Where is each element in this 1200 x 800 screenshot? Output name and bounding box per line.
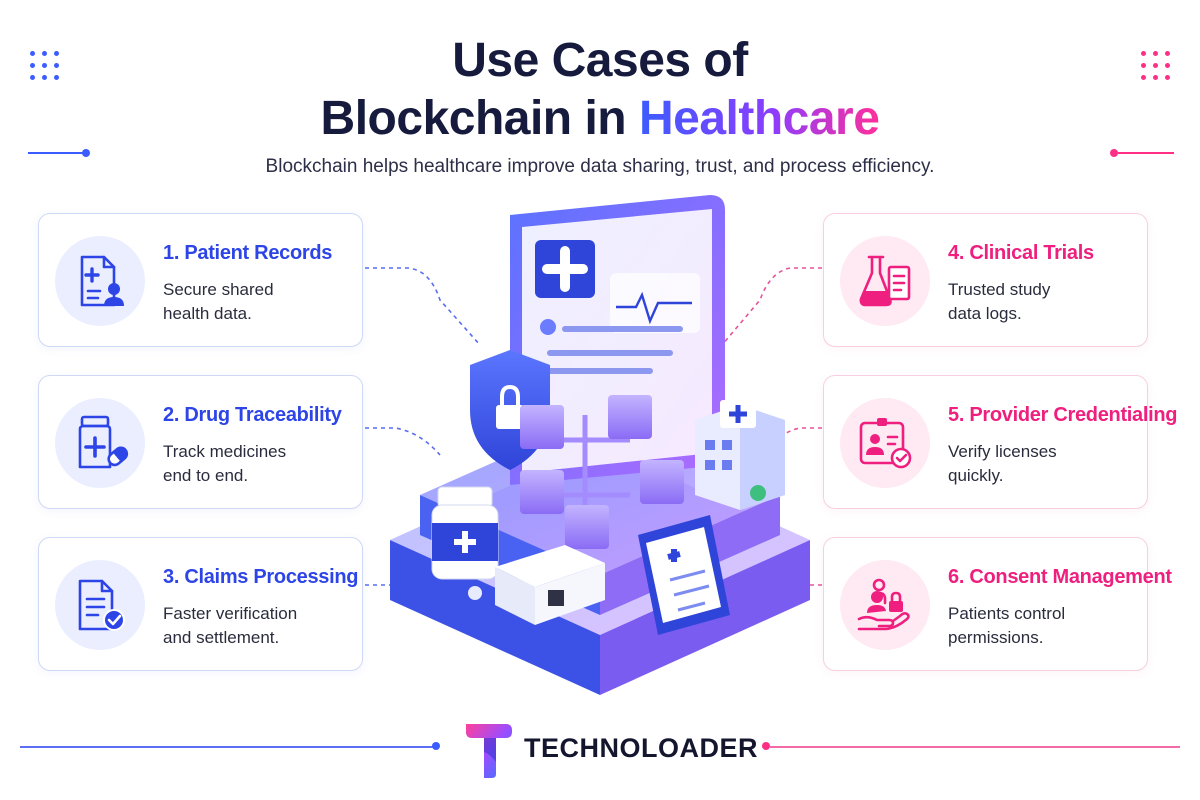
card-description: Patients control permissions. xyxy=(948,602,1138,650)
page-title-accent: Healthcare xyxy=(638,92,880,145)
decor-dot-right xyxy=(1110,149,1118,157)
card-desc-line2: quickly. xyxy=(948,466,1004,485)
card-desc-line1: Track medicines xyxy=(163,442,287,461)
card-desc-line2: and settlement. xyxy=(163,628,280,647)
card-clinical-trials: 4. Clinical Trials Trusted study data lo… xyxy=(823,213,1148,347)
footer-dot-right xyxy=(762,742,770,750)
medical-record-icon xyxy=(55,236,145,326)
card-provider-credentialing: 5. Provider Credentialing Verify license… xyxy=(823,375,1178,509)
decor-dots-left xyxy=(30,51,59,80)
card-desc-line1: Faster verification xyxy=(163,604,298,623)
decor-dots-right xyxy=(1141,51,1170,80)
footer-line-right xyxy=(770,746,1180,748)
page-title-plain: Blockchain in xyxy=(320,92,627,145)
card-description: Verify licenses quickly. xyxy=(948,440,1138,488)
card-consent-management: 6. Consent Management Patients control p… xyxy=(823,537,1172,671)
card-patient-records: 1. Patient Records Secure shared health … xyxy=(38,213,363,347)
brand-name: TECHNOLOADER xyxy=(524,733,758,763)
hospital-icon xyxy=(695,400,785,510)
card-title: 3. Claims Processing xyxy=(163,566,359,588)
card-desc-line2: permissions. xyxy=(948,628,1044,647)
card-title: 6. Consent Management xyxy=(948,566,1172,588)
clipboard-icon xyxy=(638,515,730,635)
card-title: 1. Patient Records xyxy=(163,242,333,264)
id-badge-icon xyxy=(840,398,930,488)
decor-line-left xyxy=(28,152,84,154)
medicine-bottle-icon xyxy=(55,398,145,488)
pill-bottle-icon xyxy=(431,486,499,600)
technoloader-logo-icon xyxy=(466,724,512,778)
decor-dot-left xyxy=(82,149,90,157)
card-desc-line1: Verify licenses xyxy=(948,442,1057,461)
verified-document-icon xyxy=(55,560,145,650)
qr-box-icon xyxy=(495,545,605,625)
card-desc-line1: Patients control xyxy=(948,604,1066,623)
card-description: Track medicines end to end. xyxy=(163,440,353,488)
page-title-line1: Use Cases of xyxy=(452,34,748,87)
card-drug-traceability: 2. Drug Traceability Track medicines end… xyxy=(38,375,363,509)
lab-flask-icon xyxy=(840,236,930,326)
card-claims-processing: 3. Claims Processing Faster verification… xyxy=(38,537,363,671)
card-desc-line1: Secure shared xyxy=(163,280,274,299)
decor-line-right xyxy=(1118,152,1174,154)
consent-hand-icon xyxy=(840,560,930,650)
card-title: 5. Provider Credentialing xyxy=(948,404,1178,426)
footer-dot-left xyxy=(432,742,440,750)
card-desc-line2: data logs. xyxy=(948,304,1022,323)
card-desc-line2: health data. xyxy=(163,304,252,323)
page-title-line2: Blockchain in Healthcare xyxy=(0,92,1200,146)
blockchain-illustration xyxy=(390,195,810,695)
card-title: 2. Drug Traceability xyxy=(163,404,342,426)
card-desc-line2: end to end. xyxy=(163,466,249,485)
card-description: Faster verification and settlement. xyxy=(163,602,353,650)
card-description: Secure shared health data. xyxy=(163,278,353,326)
card-desc-line1: Trusted study xyxy=(948,280,1051,299)
page-subtitle: Blockchain helps healthcare improve data… xyxy=(265,156,935,177)
footer-line-left xyxy=(20,746,435,748)
card-title: 4. Clinical Trials xyxy=(948,242,1094,264)
card-description: Trusted study data logs. xyxy=(948,278,1138,326)
blockchain-cubes-icon xyxy=(520,395,684,549)
